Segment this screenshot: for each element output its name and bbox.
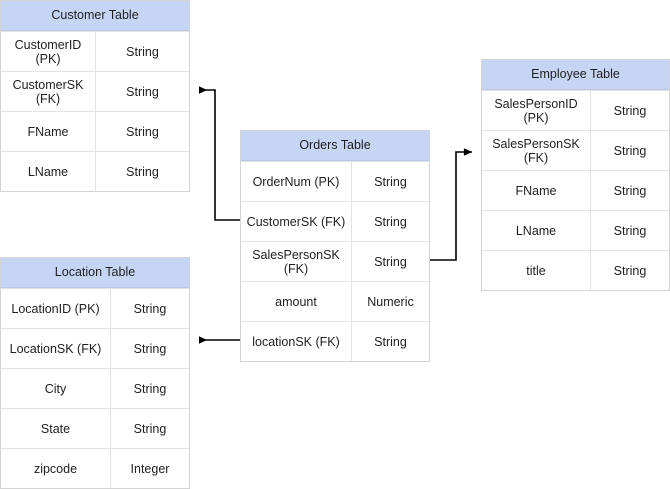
column-name: title	[482, 251, 591, 290]
table-row[interactable]: LName String	[1, 151, 189, 191]
entity-title-employee: Employee Table	[482, 60, 669, 90]
column-name: zipcode	[1, 449, 111, 488]
table-row[interactable]: CustomerID (PK) String	[1, 31, 189, 71]
column-name: SalesPersonSK (FK)	[241, 242, 352, 281]
table-row[interactable]: FName String	[1, 111, 189, 151]
column-name: LocationSK (FK)	[1, 329, 111, 368]
table-row[interactable]: State String	[1, 408, 189, 448]
table-row[interactable]: SalesPersonSK (FK) String	[482, 130, 669, 170]
table-row[interactable]: City String	[1, 368, 189, 408]
table-row[interactable]: LocationSK (FK) String	[1, 328, 189, 368]
column-name: OrderNum (PK)	[241, 162, 352, 201]
column-name: FName	[1, 112, 96, 151]
column-type: String	[613, 103, 647, 118]
table-row[interactable]: FName String	[482, 170, 669, 210]
connector-orders-to-customer	[199, 86, 240, 221]
entity-orders-table[interactable]: Orders Table OrderNum (PK) String Custom…	[240, 130, 430, 362]
table-row[interactable]: SalesPersonID (PK) String	[482, 90, 669, 130]
table-row[interactable]: title String	[482, 250, 669, 290]
entity-title-orders: Orders Table	[241, 131, 429, 161]
column-name: LocationID (PK)	[1, 289, 111, 328]
column-type: String	[374, 174, 407, 189]
column-name: CustomerID (PK)	[1, 32, 96, 71]
table-row[interactable]: LName String	[482, 210, 669, 250]
column-type: String	[374, 254, 407, 269]
column-name: State	[1, 409, 111, 448]
column-type: String	[133, 381, 167, 396]
table-row[interactable]: CustomerSK (FK) String	[241, 201, 429, 241]
column-type: String	[126, 124, 159, 139]
entity-title-location: Location Table	[1, 258, 189, 288]
column-name: CustomerSK (FK)	[241, 202, 352, 241]
table-row[interactable]: amount Numeric	[241, 281, 429, 321]
column-type: String	[374, 334, 407, 349]
table-row[interactable]: CustomerSK (FK) String	[1, 71, 189, 111]
table-row[interactable]: SalesPersonSK (FK) String	[241, 241, 429, 281]
entity-customer-table[interactable]: Customer Table CustomerID (PK) String Cu…	[0, 0, 190, 192]
entity-employee-table[interactable]: Employee Table SalesPersonID (PK) String…	[481, 59, 670, 291]
entity-title-customer: Customer Table	[1, 1, 189, 31]
column-type: String	[374, 214, 407, 229]
column-type: String	[126, 84, 159, 99]
column-name: FName	[482, 171, 591, 210]
column-name: CustomerSK (FK)	[1, 72, 96, 111]
column-name: locationSK (FK)	[241, 322, 352, 361]
table-row[interactable]: OrderNum (PK) String	[241, 161, 429, 201]
column-type: String	[613, 263, 647, 278]
column-name: LName	[1, 152, 96, 191]
table-row[interactable]: zipcode Integer	[1, 448, 189, 488]
column-type: Integer	[130, 461, 170, 476]
column-type: String	[613, 143, 647, 158]
column-type: Numeric	[367, 294, 414, 309]
column-type: String	[133, 301, 167, 316]
column-type: String	[126, 164, 159, 179]
column-name: SalesPersonID (PK)	[482, 91, 591, 130]
column-name: LName	[482, 211, 591, 250]
column-type: String	[126, 44, 159, 59]
table-row[interactable]: LocationID (PK) String	[1, 288, 189, 328]
table-row[interactable]: locationSK (FK) String	[241, 321, 429, 361]
connector-orders-to-employee	[430, 148, 473, 261]
column-name: amount	[241, 282, 352, 321]
column-type: String	[613, 223, 647, 238]
column-type: String	[133, 341, 167, 356]
column-name: City	[1, 369, 111, 408]
column-type: String	[133, 421, 167, 436]
entity-location-table[interactable]: Location Table LocationID (PK) String Lo…	[0, 257, 190, 489]
column-type: String	[613, 183, 647, 198]
column-name: SalesPersonSK (FK)	[482, 131, 591, 170]
